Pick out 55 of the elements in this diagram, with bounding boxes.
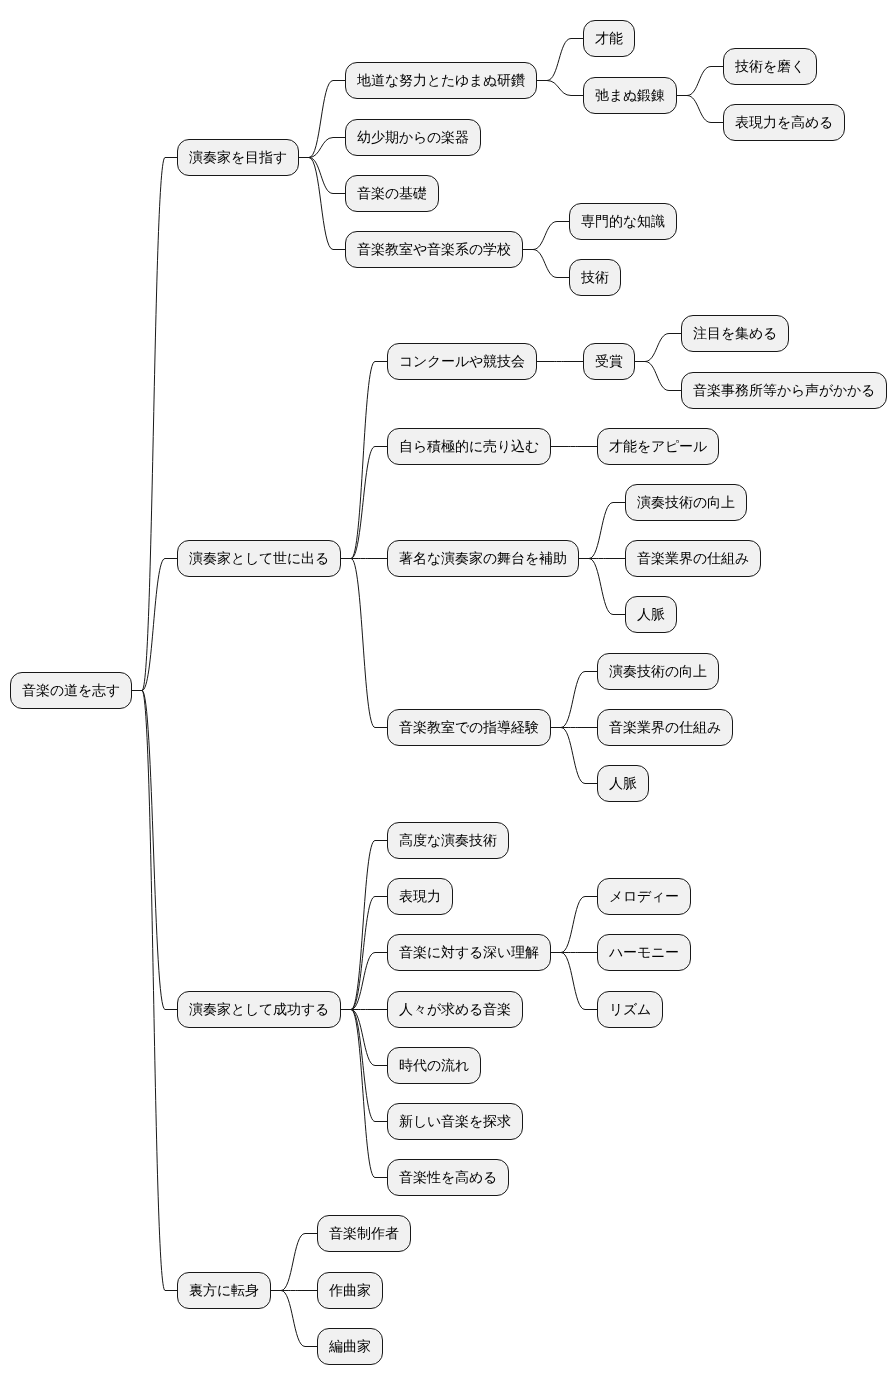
topic-box: 音楽の基礎 xyxy=(345,175,439,212)
topic-box: 技術を磨く xyxy=(723,48,817,85)
connector-line xyxy=(634,361,682,391)
topic-box: 音楽の道を志す xyxy=(10,672,132,709)
connector-line xyxy=(340,1009,388,1178)
topic-box: 作曲家 xyxy=(317,1272,383,1309)
topic-box: 演奏技術の向上 xyxy=(625,484,747,521)
topic-box: 技術 xyxy=(569,259,621,296)
topic-box: 著名な演奏家の舞台を補助 xyxy=(387,540,579,577)
topic-box: 演奏家として成功する xyxy=(177,991,341,1028)
topic-box: 演奏家を目指す xyxy=(177,139,299,176)
topic-box: 音楽性を高める xyxy=(387,1159,509,1196)
topic-box: 人脈 xyxy=(597,765,649,802)
topic-box: 音楽制作者 xyxy=(317,1215,411,1252)
connector-line xyxy=(550,727,598,784)
connector-line xyxy=(340,558,388,728)
topic-box: 音楽に対する深い理解 xyxy=(387,934,551,971)
connector-line xyxy=(522,249,570,278)
topic-box: 音楽業界の仕組み xyxy=(597,709,733,746)
topic-box: 自ら積極的に売り込む xyxy=(387,428,551,465)
topic-box: 演奏技術の向上 xyxy=(597,653,719,690)
topic-box: 音楽業界の仕組み xyxy=(625,540,761,577)
topic-box: 音楽教室での指導経験 xyxy=(387,709,551,746)
topic-box: コンクールや競技会 xyxy=(387,343,537,380)
topic-box: 裏方に転身 xyxy=(177,1272,271,1309)
topic-box: 高度な演奏技術 xyxy=(387,822,509,859)
topic-box: 才能 xyxy=(583,20,635,57)
topic-box: 注目を集める xyxy=(681,315,789,352)
connector-line xyxy=(298,157,346,250)
connector-line xyxy=(676,95,724,123)
topic-box: 演奏家として世に出る xyxy=(177,540,341,577)
topic-box: 受賞 xyxy=(583,343,635,380)
topic-box: 音楽事務所等から声がかかる xyxy=(681,372,887,409)
topic-box: メロディー xyxy=(597,878,691,915)
topic-box: 人々が求める音楽 xyxy=(387,991,523,1028)
topic-box: 編曲家 xyxy=(317,1328,383,1365)
topic-box: 新しい音楽を探求 xyxy=(387,1103,523,1140)
connector-line xyxy=(536,361,584,362)
topic-box: 地道な努力とたゆまぬ研鑽 xyxy=(345,62,537,99)
topic-box: 表現力を高める xyxy=(723,104,845,141)
topic-box: 音楽教室や音楽系の学校 xyxy=(345,231,523,268)
topic-box: 幼少期からの楽器 xyxy=(345,119,481,156)
connector-line xyxy=(578,558,626,615)
connector-line xyxy=(536,80,584,96)
topic-box: ハーモニー xyxy=(597,934,691,971)
topic-box: 才能をアピール xyxy=(597,428,719,465)
topic-box: 弛まぬ鍛錬 xyxy=(583,77,677,114)
topic-box: 表現力 xyxy=(387,878,453,915)
connector-line xyxy=(270,1290,318,1347)
connector-line xyxy=(550,446,598,447)
connector-line xyxy=(550,952,598,1010)
topic-box: リズム xyxy=(597,991,663,1028)
topic-box: 時代の流れ xyxy=(387,1047,481,1084)
topic-box: 専門的な知識 xyxy=(569,203,677,240)
topic-box: 人脈 xyxy=(625,596,677,633)
